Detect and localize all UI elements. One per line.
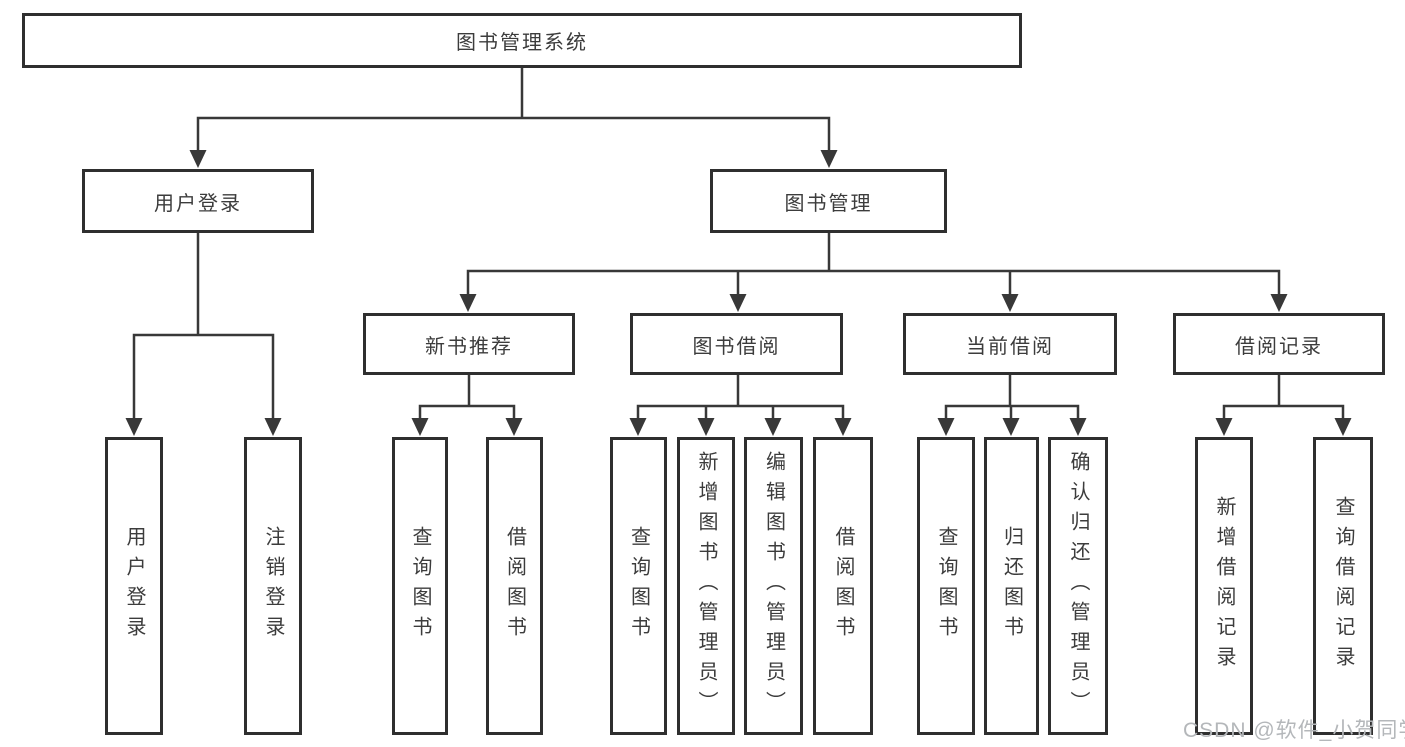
leaf-confirm-return-admin: 确认归还（管理员） <box>1048 437 1108 735</box>
leaf-add-books-admin: 新增图书（管理员） <box>677 437 735 735</box>
leaf-query-borrow-record: 查询借阅记录 <box>1313 437 1373 735</box>
node-label: 当前借阅 <box>966 335 1054 358</box>
node-label: 查询图书 <box>409 526 431 646</box>
node-label: 归还图书 <box>1000 526 1023 646</box>
connector-bookmgmt-to-level3 <box>466 233 1281 302</box>
leaf-query-books-borrowing: 查询图书 <box>610 437 667 735</box>
arrowhead <box>1270 294 1288 312</box>
leaf-logout: 注销登录 <box>244 437 302 735</box>
arrowhead <box>820 150 838 168</box>
node-label: 借阅图书 <box>832 526 854 646</box>
node-library-management-system: 图书管理系统 <box>22 13 1022 68</box>
arrowhead <box>1001 294 1019 312</box>
connector-borrowing-to-leaves <box>636 375 845 426</box>
arrowhead <box>264 418 282 436</box>
leaf-borrow-books-recommend: 借阅图书 <box>486 437 543 735</box>
arrowhead <box>505 418 523 436</box>
node-label: 图书管理 <box>784 192 873 215</box>
leaf-query-books-recommend: 查询图书 <box>392 437 448 735</box>
node-new-book-recommendation: 新书推荐 <box>363 313 575 375</box>
arrowhead <box>834 418 852 436</box>
node-label: 借阅记录 <box>1235 335 1323 358</box>
node-label: 新增借阅记录 <box>1213 496 1235 676</box>
leaf-query-books-current: 查询图书 <box>917 437 975 735</box>
node-label: 新书推荐 <box>425 335 513 358</box>
arrowhead <box>459 294 477 312</box>
node-label: 借阅图书 <box>503 526 526 646</box>
node-label: 编辑图书（管理员） <box>762 451 785 721</box>
connector-userlogin-to-leaves <box>132 233 275 426</box>
node-label: 用户登录 <box>154 192 242 215</box>
node-book-management: 图书管理 <box>710 169 947 233</box>
arrowhead <box>764 418 782 436</box>
node-label: 新增图书（管理员） <box>695 451 717 721</box>
node-user-login: 用户登录 <box>82 169 314 233</box>
node-book-borrowing: 图书借阅 <box>630 313 843 375</box>
node-label: 查询图书 <box>627 526 650 646</box>
node-label: 查询借阅记录 <box>1332 496 1354 676</box>
arrowhead <box>125 418 143 436</box>
node-borrowing-records: 借阅记录 <box>1173 313 1385 375</box>
connector-records-to-leaves <box>1222 375 1345 426</box>
connector-root-to-level2 <box>196 68 831 158</box>
node-label: 图书借阅 <box>692 335 781 358</box>
node-label: 用户登录 <box>123 526 145 646</box>
node-label: 注销登录 <box>262 526 284 646</box>
arrowhead <box>411 418 429 436</box>
leaf-borrow-books: 借阅图书 <box>813 437 873 735</box>
connector-newbook-to-leaves <box>418 375 516 426</box>
csdn-watermark: CSDN @软件_小贺同学 <box>1183 719 1405 742</box>
node-current-borrowing: 当前借阅 <box>903 313 1117 375</box>
leaf-add-borrow-record: 新增借阅记录 <box>1195 437 1253 735</box>
arrowhead <box>697 418 715 436</box>
arrowhead <box>1215 418 1233 436</box>
node-label: 图书管理系统 <box>456 32 588 54</box>
connector-current-to-leaves <box>944 375 1080 426</box>
arrowhead <box>1334 418 1352 436</box>
arrowhead <box>1002 418 1020 436</box>
leaf-return-books: 归还图书 <box>984 437 1039 735</box>
node-label: 确认归还（管理员） <box>1067 451 1089 721</box>
leaf-edit-books-admin: 编辑图书（管理员） <box>744 437 803 735</box>
arrowhead <box>937 418 955 436</box>
leaf-user-login: 用户登录 <box>105 437 163 735</box>
arrowhead <box>629 418 647 436</box>
node-label: 查询图书 <box>935 526 957 646</box>
arrowhead <box>1069 418 1087 436</box>
arrowhead <box>189 150 207 168</box>
arrowhead <box>729 294 747 312</box>
